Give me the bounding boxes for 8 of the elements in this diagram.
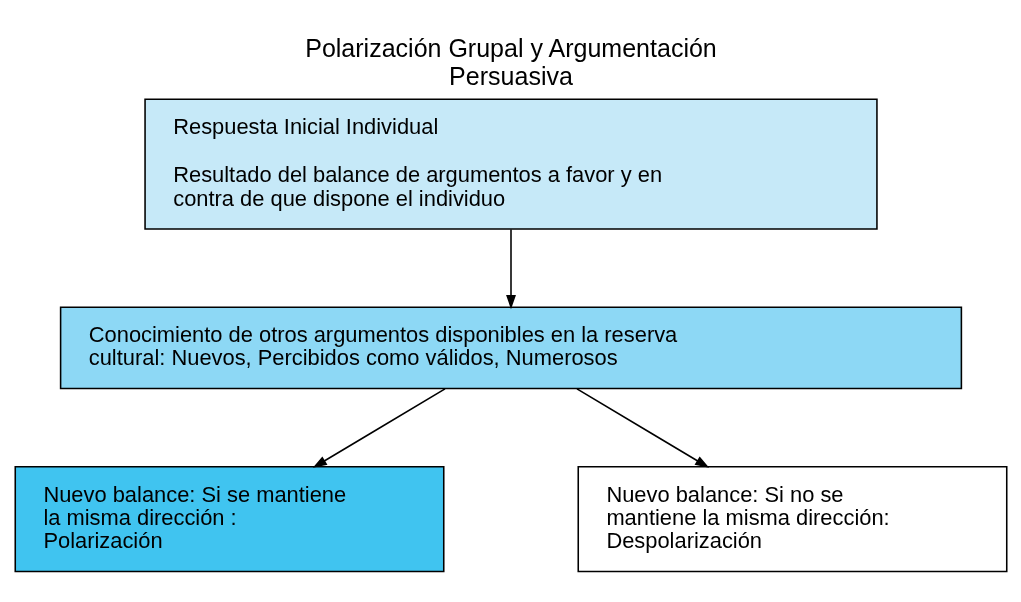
- arrow: [505, 228, 516, 310]
- diagram-title: Polarización Grupal y Argumentación Persuasiva: [304, 33, 717, 90]
- arrow: [312, 388, 446, 468]
- node-box: Respuesta Inicial Individual Resultado del balance de argumentos a favor y en contra de que dispone el individuo: [143, 98, 878, 230]
- node-box: Conocimiento de otros argumentos disponibles en la reserva cultural: Nuevos, Percibidos como válidos, Numerosos: [59, 306, 962, 390]
- arrow: [575, 388, 709, 468]
- node-box: Nuevo balance: Si no se mantiene la misma dirección: Despolarización: [576, 466, 1007, 573]
- node-box: Nuevo balance: Si se mantiene la misma dirección : Polarización: [14, 466, 445, 573]
